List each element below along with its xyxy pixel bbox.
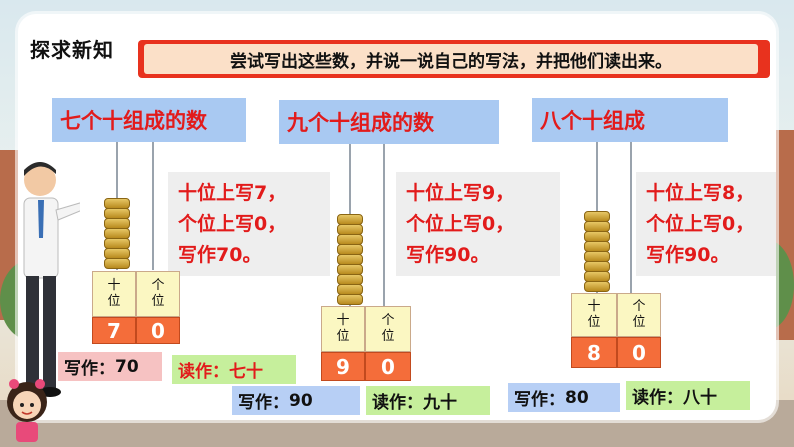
group3-header: 八个十组成 — [532, 98, 728, 142]
group2-desc-line: 十位上写9， — [406, 182, 515, 204]
counting-bead — [337, 284, 363, 295]
group3-ones-digit: 0 — [617, 337, 661, 368]
counting-bead — [104, 198, 130, 209]
group2-tens-digit: 9 — [321, 352, 365, 381]
counting-bead — [584, 241, 610, 252]
group2-header: 九个十组成的数 — [279, 100, 499, 144]
group3-desc-line: 十位上写8， — [646, 182, 755, 204]
read-label-text: 读作： — [632, 388, 683, 408]
counting-bead — [104, 218, 130, 229]
group3-place-tens: 十 位 — [571, 293, 617, 337]
group2-read-label: 读作： 九十 — [366, 386, 490, 415]
counting-bead — [104, 238, 130, 249]
group1-desc-line: 写作70。 — [178, 244, 262, 266]
group1-write-label: 写作： 70 — [58, 352, 162, 381]
group1-tens-digit: 7 — [92, 317, 136, 344]
counting-bead — [337, 294, 363, 305]
group3-ones-rod — [630, 142, 632, 294]
write-label-text: 写作： — [514, 390, 565, 410]
counting-bead — [337, 274, 363, 285]
group1-header: 七个十组成的数 — [52, 98, 246, 142]
counting-bead — [584, 221, 610, 232]
group2-read-value: 九十 — [423, 393, 457, 413]
read-label-text: 读作： — [372, 393, 423, 413]
girl-illustration — [7, 379, 47, 442]
group1-place-ones: 个 位 — [136, 271, 180, 317]
read-label-text: 读作： — [178, 362, 229, 382]
group2-description: 十位上写9， 个位上写0， 写作90。 — [396, 172, 560, 276]
group3-desc-line: 个位上写0， — [646, 213, 755, 235]
group1-description: 十位上写7， 个位上写0， 写作70。 — [168, 172, 330, 276]
group3-write-label: 写作： 80 — [508, 383, 620, 412]
group1-ones-rod — [152, 142, 154, 270]
write-label-text: 写作： — [238, 393, 289, 413]
group1-ones-digit: 0 — [136, 317, 180, 344]
group1-read-label: 读作： 七十 — [172, 355, 296, 384]
counting-bead — [337, 244, 363, 255]
group2-place-tens: 十 位 — [321, 306, 365, 352]
counting-bead — [584, 271, 610, 282]
group3-read-value: 八十 — [683, 388, 717, 408]
counting-bead — [104, 228, 130, 239]
counting-bead — [337, 254, 363, 265]
group2-write-value: 90 — [289, 390, 313, 411]
group3-place-ones: 个 位 — [617, 293, 661, 337]
instruction-banner: 尝试写出这些数，并说一说自己的写法，并把他们读出来。 — [138, 40, 770, 78]
counting-bead — [584, 231, 610, 242]
group2-ones-digit: 0 — [365, 352, 411, 381]
counting-bead — [104, 258, 130, 269]
group3-description: 十位上写8， 个位上写0， 写作90。 — [636, 172, 776, 276]
group1-write-value: 70 — [115, 356, 139, 377]
group1-desc-line: 十位上写7， — [178, 182, 287, 204]
group3-read-label: 读作： 八十 — [626, 381, 750, 410]
counting-bead — [337, 224, 363, 235]
counting-bead — [104, 208, 130, 219]
section-title: 探求新知 — [30, 38, 114, 62]
instruction-text: 尝试写出这些数，并说一说自己的写法，并把他们读出来。 — [144, 44, 758, 74]
counting-bead — [584, 281, 610, 292]
group2-desc-line: 写作90。 — [406, 244, 490, 266]
group2-desc-line: 个位上写0， — [406, 213, 515, 235]
counting-bead — [337, 264, 363, 275]
group2-ones-rod — [383, 144, 385, 306]
group1-desc-line: 个位上写0， — [178, 213, 287, 235]
group2-write-label: 写作： 90 — [232, 386, 360, 415]
group2-place-ones: 个 位 — [365, 306, 411, 352]
counting-bead — [584, 261, 610, 272]
write-label-text: 写作： — [64, 359, 115, 379]
group1-read-value: 七十 — [229, 362, 263, 382]
counting-bead — [337, 214, 363, 225]
group3-write-value: 80 — [565, 387, 589, 408]
group1-place-tens: 十 位 — [92, 271, 136, 317]
group3-desc-line: 写作90。 — [646, 244, 730, 266]
group3-tens-digit: 8 — [571, 337, 617, 368]
counting-bead — [104, 248, 130, 259]
teacher-illustration — [21, 162, 80, 397]
counting-bead — [584, 251, 610, 262]
counting-bead — [584, 211, 610, 222]
counting-bead — [337, 234, 363, 245]
